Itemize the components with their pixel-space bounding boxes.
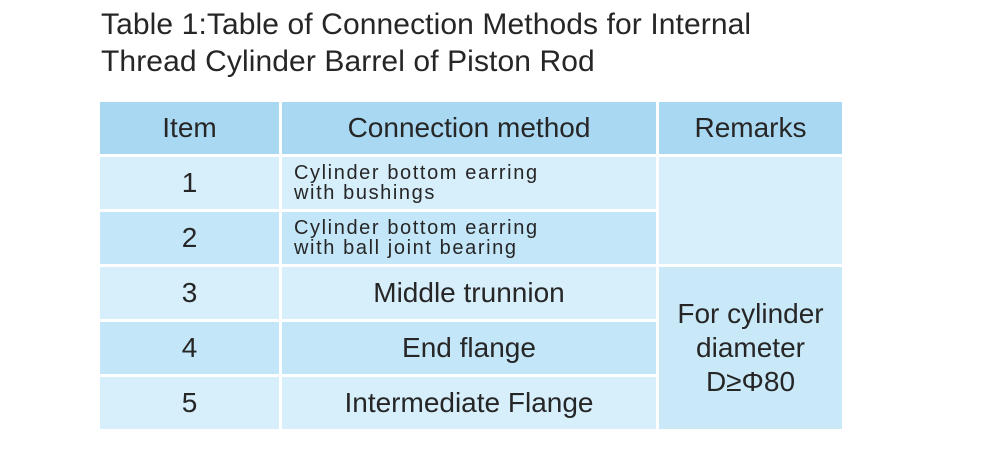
remarks-cell: For cylinder diameter D≥Φ80 xyxy=(659,267,842,429)
row-item-number: 5 xyxy=(100,377,279,429)
header-remarks: Remarks xyxy=(659,102,842,154)
row-connection-method: End flange xyxy=(282,322,656,374)
method-line-1: Cylinder bottom earring xyxy=(294,162,539,184)
table-header-row: Item Connection method Remarks xyxy=(100,102,842,154)
row-item-number: 3 xyxy=(100,267,279,319)
connection-methods-table: Item Connection method Remarks 1 Cylinde… xyxy=(97,99,845,432)
table-row: 2 Cylinder bottom earring with ball join… xyxy=(100,212,842,264)
row-connection-method: Cylinder bottom earring with bushings xyxy=(282,157,656,209)
method-line-2: with ball joint bearing xyxy=(294,237,518,259)
caption-line-1: Table 1:Table of Connection Methods for … xyxy=(101,8,752,41)
header-item: Item xyxy=(100,102,279,154)
row-item-number: 4 xyxy=(100,322,279,374)
caption-line-2: Thread Cylinder Barrel of Piston Rod xyxy=(101,45,595,78)
row-item-number: 2 xyxy=(100,212,279,264)
method-line-1: Cylinder bottom earring xyxy=(294,217,539,239)
remarks-line-2: diameter xyxy=(696,332,805,363)
header-connection-method: Connection method xyxy=(282,102,656,154)
table-row: 1 Cylinder bottom earring with bushings xyxy=(100,157,842,264)
row-connection-method: Middle trunnion xyxy=(282,267,656,319)
remarks-cell-empty xyxy=(659,157,842,264)
table-row: 4 End flange xyxy=(100,322,842,374)
row-connection-method: Intermediate Flange xyxy=(282,377,656,429)
method-line-2: with bushings xyxy=(294,182,436,204)
row-connection-method: Cylinder bottom earring with ball joint … xyxy=(282,212,656,264)
table-row: 5 Intermediate Flange xyxy=(100,377,842,429)
remarks-line-1: For cylinder xyxy=(677,298,824,329)
remarks-line-3: D≥Φ80 xyxy=(705,366,796,397)
row-item-number: 1 xyxy=(100,157,279,209)
table-row: 3 Middle trunnion For cylinder diameter … xyxy=(100,267,842,429)
table-caption: Table 1:Table of Connection Methods for … xyxy=(101,6,941,80)
